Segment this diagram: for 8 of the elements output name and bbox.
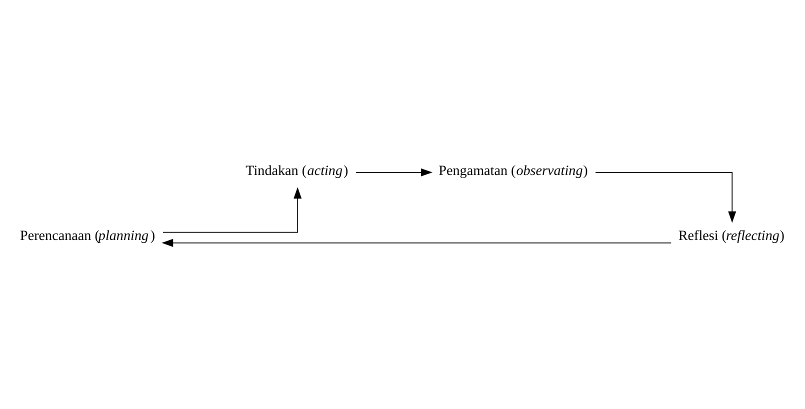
arrow <box>162 186 302 232</box>
arrow <box>162 238 672 246</box>
node-text: Tindakan (acting) <box>246 162 348 178</box>
node-text: Reflesi (reflecting) <box>678 228 784 244</box>
arrow <box>356 168 433 176</box>
arrow <box>595 171 736 222</box>
node-text: Pengamatan (observating) <box>438 162 588 178</box>
node-text: Perencanaan (planning) <box>20 228 156 244</box>
